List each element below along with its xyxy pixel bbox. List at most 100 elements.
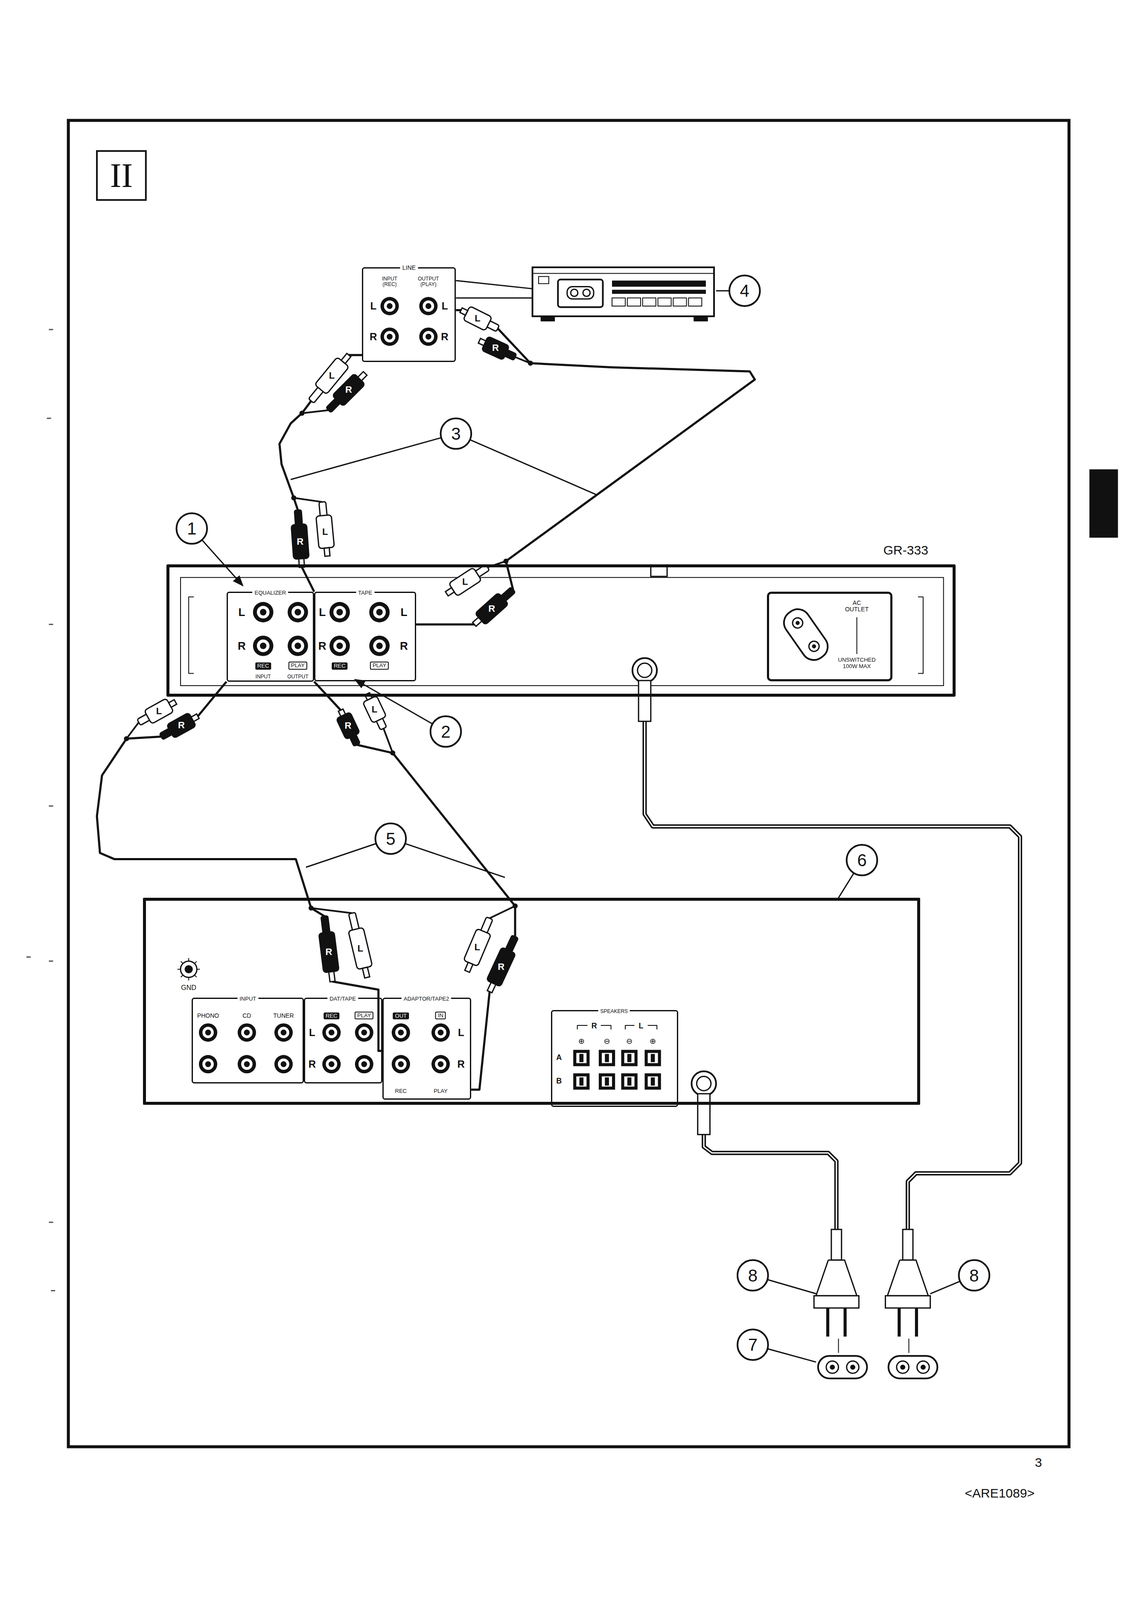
group-bracket — [647, 1025, 658, 1030]
socket-face — [779, 604, 833, 665]
plug-letter: R — [497, 961, 505, 972]
power-cord-core — [644, 719, 1021, 1230]
deck-foot — [540, 316, 555, 322]
rca-plug — [157, 709, 202, 744]
rca-jack — [369, 635, 390, 656]
rca-jack-pin — [437, 1029, 444, 1036]
rca-jack-ring — [277, 1026, 290, 1038]
rca-jack — [198, 1023, 218, 1042]
callout-circle — [737, 1259, 769, 1291]
plug-letter: R — [345, 384, 353, 395]
plug-pin — [826, 1307, 830, 1337]
rca-jack — [419, 296, 438, 315]
audio-cable — [314, 681, 516, 1090]
rca-jack-pin — [361, 1061, 368, 1067]
leader-line — [355, 679, 433, 724]
leader-line — [290, 437, 442, 480]
speaker-terminal — [644, 1072, 661, 1090]
page-mark: <ARE1089> — [964, 1485, 1035, 1500]
rca-jack — [355, 1054, 374, 1073]
jack-group: TAPELRRECPLAYLR — [314, 591, 417, 682]
panel-label: UNSWITCHED 100W MAX — [835, 656, 879, 670]
callout-circle — [737, 1329, 769, 1360]
rca-jack — [274, 1023, 293, 1042]
panel-label: CD — [242, 1012, 251, 1019]
rca-plug — [476, 333, 519, 365]
speaker-terminal — [624, 1075, 635, 1087]
plug-pin — [464, 961, 473, 972]
ground-knurl — [194, 974, 197, 977]
callout-circle — [176, 513, 207, 544]
panel-label: INPUT — [255, 674, 272, 680]
plug-body — [336, 711, 361, 740]
leader-line — [930, 1280, 961, 1294]
panel-label: R — [457, 1058, 465, 1070]
deck-foot — [693, 316, 708, 322]
plug-pin — [328, 970, 336, 982]
speaker-terminal — [604, 1053, 610, 1062]
speaker-terminal — [627, 1077, 632, 1086]
rca-jack — [287, 635, 309, 656]
panel-label: PLAY — [370, 661, 389, 670]
leader-line — [767, 1279, 817, 1294]
plug-pin — [323, 547, 330, 557]
group-bracket — [577, 1025, 588, 1030]
group-bracket — [625, 1025, 635, 1030]
speaker-terminal — [598, 1049, 616, 1066]
rca-jack-ring — [384, 300, 396, 312]
plug-boot — [294, 509, 303, 526]
rca-jack — [355, 1023, 374, 1042]
rca-jack-ring — [333, 605, 347, 619]
rca-jack-ring — [256, 605, 270, 619]
socket-hole — [846, 1360, 860, 1373]
rca-jack-pin — [386, 303, 393, 309]
plug-pin — [843, 1307, 847, 1337]
cable-lead — [293, 497, 323, 502]
inner-panel — [180, 577, 944, 686]
panel-label: OUTPUT (PLAY) — [416, 275, 441, 287]
rca-plug — [360, 690, 391, 732]
panel-label: ⊕ — [649, 1037, 656, 1046]
callout-number: 8 — [748, 1265, 758, 1285]
speaker-terminal — [573, 1049, 590, 1066]
plug-pin — [478, 338, 487, 346]
rca-jack-pin — [243, 1029, 250, 1036]
rca-jack-pin — [425, 333, 432, 340]
speaker-terminal — [601, 1075, 613, 1087]
margin-mark — [49, 623, 54, 625]
section-tab — [1089, 469, 1119, 538]
ac-socket — [779, 604, 833, 665]
panel-leader — [455, 297, 533, 299]
socket-hole — [920, 1364, 926, 1370]
rca-jack-pin — [376, 608, 383, 616]
callout-circle — [440, 418, 472, 449]
cord-grommet — [632, 658, 657, 683]
leader-line — [469, 439, 597, 495]
panel-label: R — [237, 639, 246, 653]
panel-label: ⊖ — [626, 1037, 633, 1046]
margin-mark — [46, 417, 52, 419]
plug-pin — [341, 353, 351, 364]
ground-knurl — [177, 968, 181, 970]
speaker-terminal — [576, 1075, 587, 1087]
model-name: GR-333 — [883, 542, 929, 557]
plug-pin — [487, 982, 496, 993]
speaker-terminal — [601, 1052, 613, 1063]
plug-pin — [445, 587, 455, 596]
rca-jack-ring — [373, 639, 386, 653]
callout-number: 2 — [440, 722, 451, 741]
ground-terminal — [180, 960, 197, 977]
ground-knurl — [188, 957, 190, 961]
equalizer-unit: GR-333EQUALIZERLRRECINPUTPLAYOUTPUTTAPEL… — [166, 564, 957, 697]
plug-letter: L — [156, 705, 162, 717]
ac-outlet-panel: AC OUTLETUNSWITCHED 100W MAX — [766, 591, 893, 682]
power-cord — [703, 1132, 837, 1230]
group-heading: TAPE — [355, 589, 375, 596]
cable-lead — [489, 905, 516, 919]
rca-jack-pin — [397, 1029, 404, 1036]
socket-hole — [794, 620, 801, 626]
rca-jack — [329, 635, 350, 656]
plug-letter: R — [177, 719, 185, 731]
plug-letter: L — [322, 526, 328, 537]
